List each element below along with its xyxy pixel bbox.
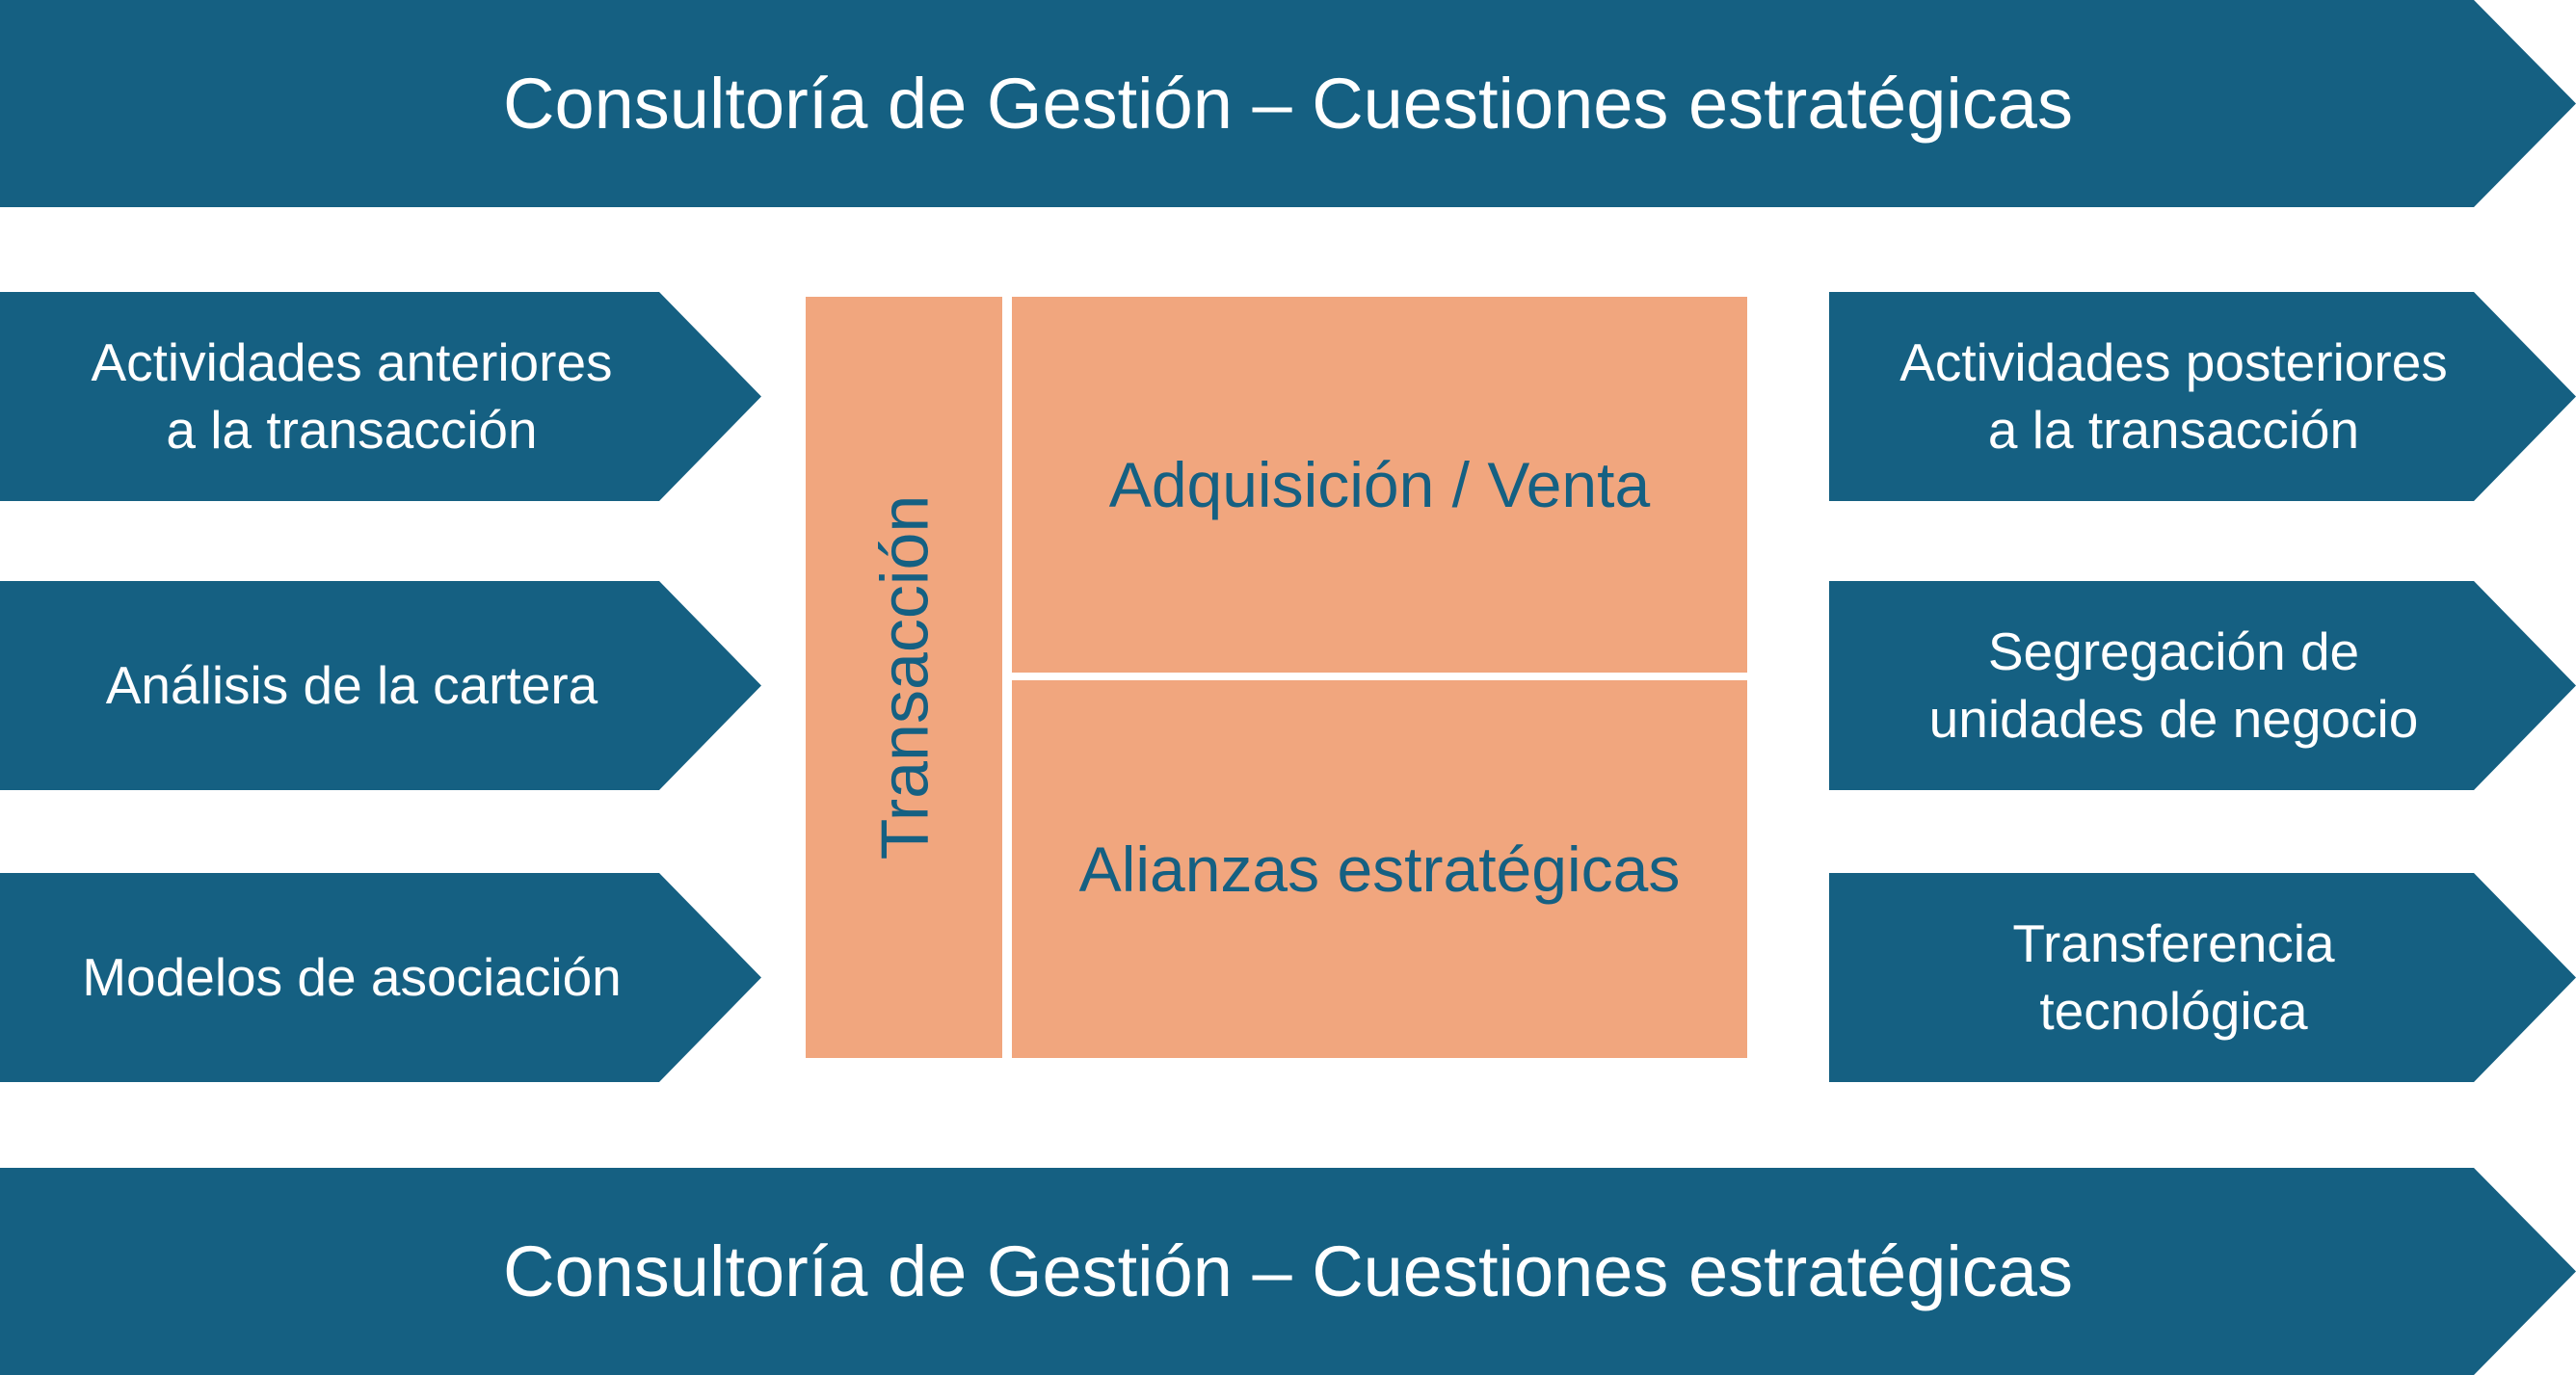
bottom-banner-label: Consultoría de Gestión – Cuestiones estr… — [503, 1230, 2073, 1311]
arrow-label-line: Segregación de — [1987, 621, 2360, 681]
transaction-vertical-bar: Transacción — [806, 297, 1002, 1058]
arrow-label: Análisis de la cartera — [106, 652, 598, 720]
box-label: Adquisición / Venta — [1108, 449, 1651, 520]
arrow-label-line: a la transacción — [1987, 399, 2360, 460]
box-alianzas-estrategicas: Alianzas estratégicas — [1012, 680, 1747, 1058]
arrow-label: Modelos de asociación — [82, 944, 622, 1012]
top-banner-arrow: Consultoría de Gestión – Cuestiones estr… — [0, 0, 2576, 207]
arrow-label: Actividades posteriores a la transacción — [1899, 330, 2448, 464]
arrow-label: Transferencia tecnológica — [2012, 911, 2334, 1045]
arrow-analisis-cartera: Análisis de la cartera — [0, 581, 761, 790]
box-adquisicion-venta: Adquisición / Venta — [1012, 297, 1747, 673]
arrow-label-line: Actividades anteriores — [91, 331, 613, 392]
arrow-modelos-asociacion: Modelos de asociación — [0, 873, 761, 1082]
top-banner-label: Consultoría de Gestión – Cuestiones estr… — [503, 63, 2073, 144]
arrow-label: Actividades anteriores a la transacción — [91, 330, 612, 464]
arrow-label-line: Análisis de la cartera — [105, 654, 598, 715]
arrow-segregacion-unidades: Segregación de unidades de negocio — [1829, 581, 2576, 790]
box-label: Alianzas estratégicas — [1078, 833, 1681, 905]
arrow-label-line: tecnológica — [2039, 980, 2308, 1041]
arrow-transferencia-tecnologica: Transferencia tecnológica — [1829, 873, 2576, 1082]
bottom-banner-arrow: Consultoría de Gestión – Cuestiones estr… — [0, 1168, 2576, 1375]
arrow-actividades-posteriores: Actividades posteriores a la transacción — [1829, 292, 2576, 501]
arrow-label-line: unidades de negocio — [1928, 688, 2419, 749]
arrow-actividades-anteriores: Actividades anteriores a la transacción — [0, 292, 761, 501]
arrow-label-line: Transferencia — [2012, 912, 2335, 973]
transaction-vertical-label: Transacción — [866, 494, 942, 860]
arrow-label-line: a la transacción — [166, 399, 538, 460]
arrow-label: Segregación de unidades de negocio — [1929, 619, 2419, 754]
arrow-label-line: Modelos de asociación — [82, 946, 622, 1007]
arrow-label-line: Actividades posteriores — [1899, 331, 2448, 392]
